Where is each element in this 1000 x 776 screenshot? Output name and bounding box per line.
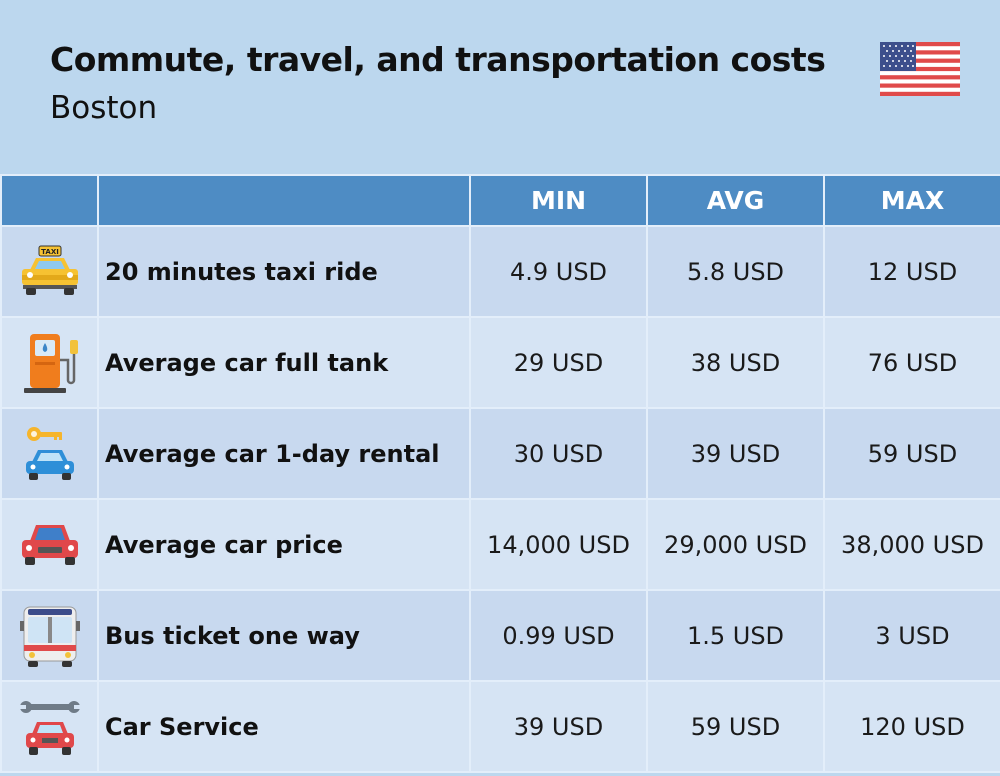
min-value: 30 USD [469,407,648,500]
row-icon-cell [0,589,99,682]
costs-table: MIN AVG MAX TAXI 20 minut [0,174,1000,773]
max-value: 120 USD [823,680,1000,773]
max-value: 38,000 USD [823,498,1000,591]
max-value: 12 USD [823,225,1000,318]
row-label: Bus ticket one way [97,589,471,682]
avg-value: 39 USD [646,407,825,500]
max-value: 76 USD [823,316,1000,409]
table-row: Average car price 14,000 USD 29,000 USD … [0,498,1000,591]
table-row: Car Service 39 USD 59 USD 120 USD [0,680,1000,773]
header-label-col [97,174,471,227]
max-value: 3 USD [823,589,1000,682]
row-icon-cell [0,316,99,409]
avg-value: 1.5 USD [646,589,825,682]
svg-text:TAXI: TAXI [41,248,59,256]
car-service-icon [19,700,80,755]
header-max: MAX [823,174,1000,227]
car-rental-icon [25,426,74,480]
min-value: 0.99 USD [469,589,648,682]
min-value: 4.9 USD [469,225,648,318]
row-icon-cell [0,498,99,591]
bus-icon [19,606,80,667]
table-header-row: MIN AVG MAX [0,174,1000,227]
row-icon-cell [0,680,99,773]
row-label: Average car price [97,498,471,591]
table-row: Bus ticket one way 0.99 USD 1.5 USD 3 US… [0,589,1000,682]
row-label: Average car 1-day rental [97,407,471,500]
row-label: 20 minutes taxi ride [97,225,471,318]
taxi-icon: TAXI [21,245,78,295]
page-title: Commute, travel, and transportation cost… [50,40,826,79]
min-value: 39 USD [469,680,648,773]
avg-value: 59 USD [646,680,825,773]
header-avg: AVG [646,174,825,227]
car-icon [21,524,78,565]
min-value: 14,000 USD [469,498,648,591]
table-row: TAXI 20 minutes taxi ride 4.9 USD 5.8 US… [0,225,1000,318]
table-row: Average car 1-day rental 30 USD 39 USD 5… [0,407,1000,500]
row-label: Average car full tank [97,316,471,409]
table-row: Average car full tank 29 USD 38 USD 76 U… [0,316,1000,409]
header-icon-col [0,174,99,227]
city-name: Boston [50,90,158,126]
row-icon-cell: TAXI [0,225,99,318]
avg-value: 29,000 USD [646,498,825,591]
row-label: Car Service [97,680,471,773]
fuel-pump-icon [23,333,78,393]
avg-value: 5.8 USD [646,225,825,318]
us-flag-icon [880,42,960,96]
avg-value: 38 USD [646,316,825,409]
row-icon-cell [0,407,99,500]
min-value: 29 USD [469,316,648,409]
max-value: 59 USD [823,407,1000,500]
page-header: Commute, travel, and transportation cost… [0,0,1000,172]
header-min: MIN [469,174,648,227]
